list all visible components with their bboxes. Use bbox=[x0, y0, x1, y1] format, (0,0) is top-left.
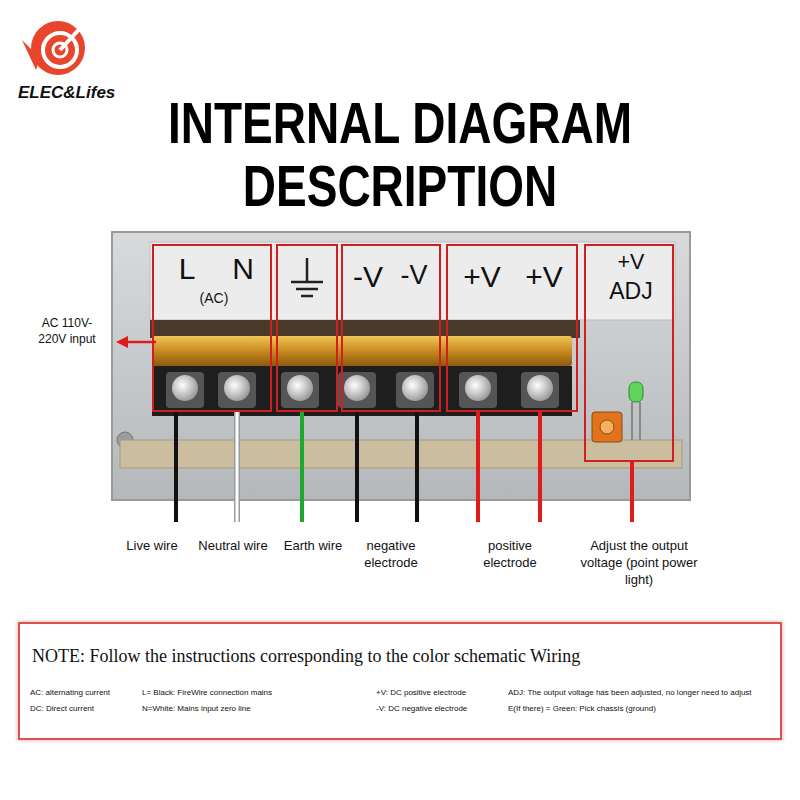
terminal-label: +V bbox=[522, 260, 566, 295]
terminal-screws bbox=[166, 372, 559, 408]
terminal-group-box: +V ADJ bbox=[584, 244, 674, 462]
wire-label: Earth wire bbox=[278, 538, 348, 555]
title: INTERNAL DIAGRAM DESCRIPTION bbox=[110, 92, 690, 217]
terminal-block bbox=[152, 366, 572, 416]
label-strip bbox=[150, 242, 675, 320]
terminal-label: ADJ bbox=[588, 278, 674, 304]
wire-label: Adjust the output voltage (point power l… bbox=[574, 538, 704, 589]
copper-bar bbox=[152, 336, 572, 366]
input-label: AC 110V-220V input bbox=[30, 316, 104, 347]
wire-label: Live wire bbox=[117, 538, 187, 555]
note-heading: NOTE: Follow the instructions correspond… bbox=[32, 646, 580, 667]
terminal-label: -V bbox=[393, 260, 435, 291]
terminal-group-box: +V +V bbox=[446, 244, 578, 412]
wire-label: positive electrode bbox=[468, 538, 552, 572]
brand-name: ELEC&Lifes bbox=[18, 82, 128, 104]
terminal-label: (AC) bbox=[156, 290, 272, 306]
input-arrow bbox=[116, 336, 156, 348]
wires bbox=[176, 412, 632, 522]
wire-label: negative electrode bbox=[350, 538, 432, 572]
adjust-potentiometer bbox=[592, 412, 622, 442]
wire-label: Neutral wire bbox=[190, 538, 276, 555]
note-box: NOTE: Follow the instructions correspond… bbox=[18, 622, 782, 740]
ground-group-outline bbox=[277, 245, 337, 411]
psu-housing bbox=[112, 232, 690, 500]
note-line: L= Black: FireWire connection mains bbox=[142, 688, 272, 697]
terminal-group-box: -V-V bbox=[341, 244, 441, 412]
ground-symbol bbox=[291, 258, 323, 296]
terminal-label: L bbox=[172, 252, 202, 287]
inner-shadow bbox=[150, 320, 580, 338]
note-line: DC: Direct current bbox=[30, 704, 94, 713]
terminal-label: +V bbox=[588, 250, 674, 275]
note-line: AC: alternating current bbox=[30, 688, 110, 697]
terminal-group-box: LN (AC) bbox=[152, 244, 272, 412]
note-line: -V: DC negative electrode bbox=[376, 704, 467, 713]
power-led bbox=[629, 382, 643, 440]
terminal-label: +V bbox=[460, 260, 504, 295]
note-line: ADJ: The output voltage has been adjuste… bbox=[508, 688, 752, 697]
note-line: N=White: Mains input zero line bbox=[142, 704, 251, 713]
note-line: +V: DC positive electrode bbox=[376, 688, 466, 697]
logo-mark bbox=[22, 21, 85, 75]
pcb-edge bbox=[120, 440, 682, 468]
note-line: E(If there) = Green: Pick chassis (groun… bbox=[508, 704, 656, 713]
terminal-label: N bbox=[228, 252, 258, 287]
terminal-label: -V bbox=[347, 260, 389, 295]
